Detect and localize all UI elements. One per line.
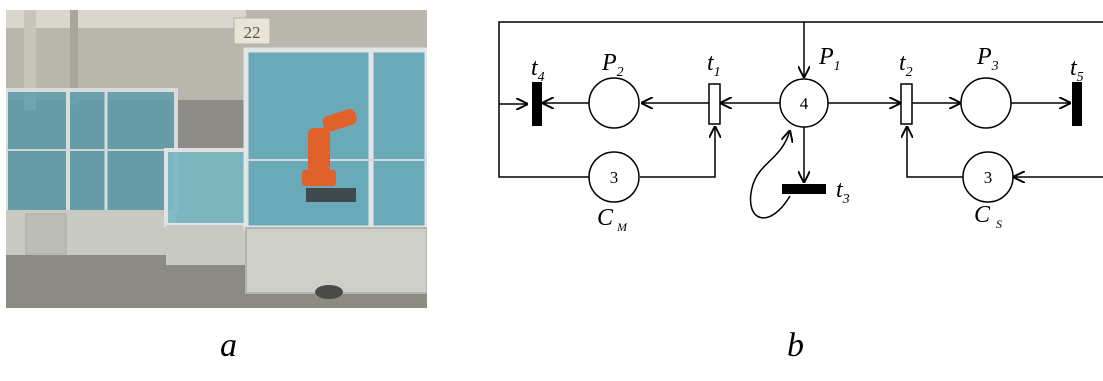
- place-p2: [588, 77, 640, 129]
- place-p1: [779, 78, 829, 128]
- transition-t5: [1072, 82, 1082, 126]
- label-t2: t2: [899, 50, 913, 80]
- transition-t4: [532, 82, 542, 126]
- transition-t2: [900, 83, 913, 125]
- caption-a: a: [220, 327, 237, 364]
- arc-left-bus: [498, 100, 590, 178]
- transition-t3: [782, 184, 826, 194]
- label-p2: P2: [601, 50, 624, 80]
- assembly-line-photo-illustration: 22: [6, 10, 427, 308]
- label-p1: P1: [818, 44, 841, 74]
- arc-cs-to-t2: [907, 126, 963, 178]
- place-p3: [960, 77, 1012, 129]
- station-number: 22: [244, 23, 261, 42]
- label-t1: t1: [707, 50, 721, 80]
- arc-top-loop-line: [498, 21, 1103, 100]
- arc-cm-to-t1: [640, 126, 715, 178]
- label-t3: t3: [836, 177, 850, 207]
- transition-t1: [708, 83, 721, 125]
- place-cm: [588, 151, 640, 203]
- label-t5: t5: [1070, 55, 1084, 85]
- caption-b: b: [787, 327, 804, 364]
- token-count-cm: 3: [610, 168, 619, 187]
- label-p3: P3: [976, 44, 999, 74]
- token-count-cs: 3: [984, 168, 993, 187]
- arc-t3-loop-to-p1: [749, 130, 790, 219]
- token-count-p1: 4: [800, 94, 809, 113]
- label-t4: t4: [531, 55, 545, 85]
- assembly-line-photo: 22: [6, 10, 427, 308]
- place-cs: [962, 151, 1014, 203]
